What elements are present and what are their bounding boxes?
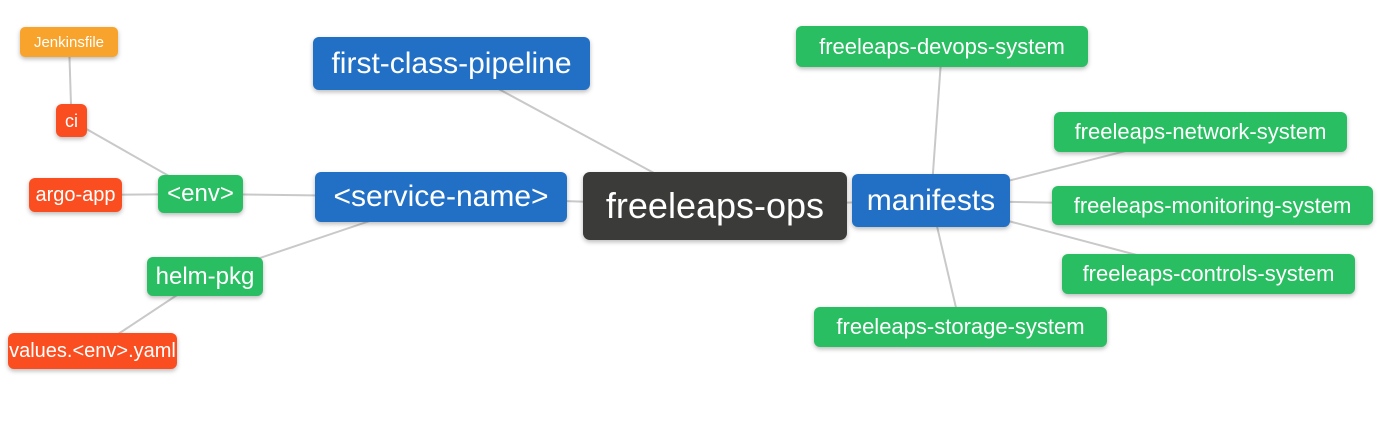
node-freeleaps-ops-root[interactable]: freeleaps-ops — [583, 172, 847, 240]
node-freeleaps-controls-system[interactable]: freeleaps-controls-system — [1062, 254, 1355, 294]
node-service-name[interactable]: <service-name> — [315, 172, 567, 222]
node-freeleaps-storage-system[interactable]: freeleaps-storage-system — [814, 307, 1107, 347]
node-env[interactable]: <env> — [158, 175, 243, 213]
node-manifests[interactable]: manifests — [852, 174, 1010, 227]
node-freeleaps-network-system[interactable]: freeleaps-network-system — [1054, 112, 1347, 152]
node-freeleaps-devops-system[interactable]: freeleaps-devops-system — [796, 26, 1088, 67]
node-argo-app[interactable]: argo-app — [29, 178, 122, 212]
node-jenkinsfile[interactable]: Jenkinsfile — [20, 27, 118, 57]
node-values-env-yaml[interactable]: values.<env>.yaml — [8, 333, 177, 369]
node-first-class-pipeline[interactable]: first-class-pipeline — [313, 37, 590, 90]
node-freeleaps-monitoring-system[interactable]: freeleaps-monitoring-system — [1052, 186, 1373, 225]
node-ci[interactable]: ci — [56, 104, 87, 137]
node-helm-pkg[interactable]: helm-pkg — [147, 257, 263, 296]
